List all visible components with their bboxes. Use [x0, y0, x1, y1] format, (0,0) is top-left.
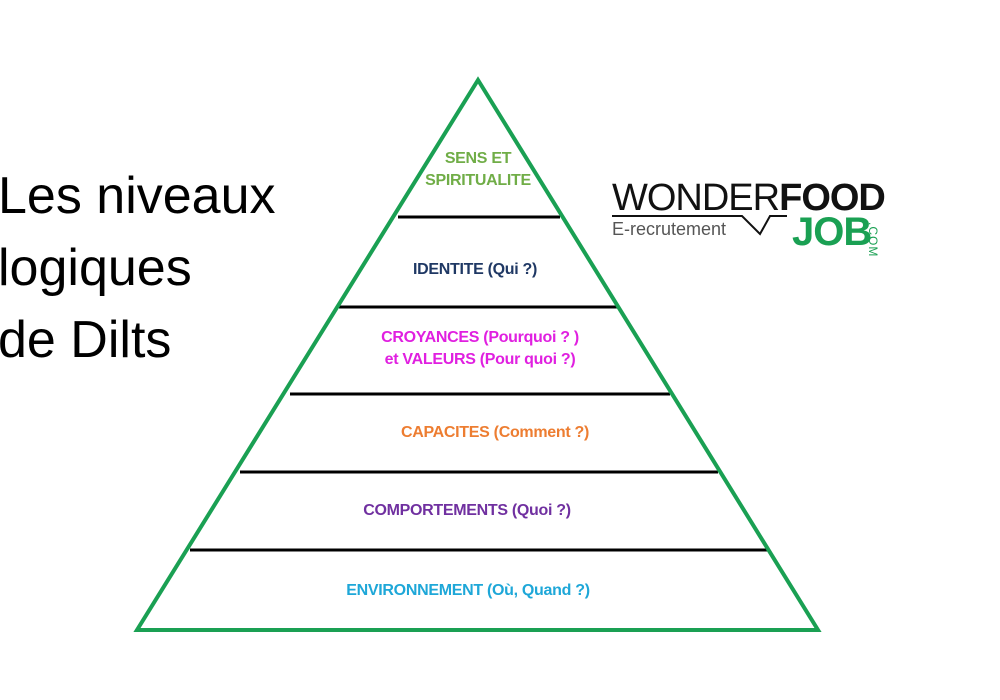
- logo-food: FOOD: [779, 177, 886, 219]
- level-croyances-valeurs: CROYANCES (Pourquoi ? ) et VALEURS (Pour…: [381, 327, 579, 371]
- wonderfoodjob-logo: WONDERFOOD E-recrutement JOB .COM: [612, 178, 907, 260]
- logo-com: .COM: [866, 222, 880, 258]
- slide-title: Les niveaux logiques de Dilts: [0, 160, 276, 376]
- level-label-line: ENVIRONNEMENT (Où, Quand ?): [346, 582, 590, 599]
- logo-wordmark: WONDERFOOD: [612, 177, 886, 219]
- level-environnement: ENVIRONNEMENT (Où, Quand ?): [346, 580, 590, 602]
- level-label-line: CAPACITES (Comment ?): [400, 424, 590, 441]
- logo-tagline: E-recrutement: [612, 219, 727, 239]
- title-line-1: Les niveaux: [0, 167, 276, 225]
- level-label-line: CROYANCES (Pourquoi ? ): [381, 329, 579, 346]
- title-line-3: de Dilts: [0, 311, 172, 369]
- level-identite: IDENTITE (Qui ?): [413, 259, 537, 281]
- title-line-2: logiques: [0, 239, 192, 297]
- logo-wonder: WONDER: [612, 177, 780, 219]
- level-comportements: COMPORTEMENTS (Quoi ?): [363, 500, 571, 522]
- logo-job: JOB: [792, 210, 872, 254]
- level-label-line: et VALEURS (Pour quoi ?): [384, 351, 576, 368]
- logo-speech-bubble-icon: [612, 215, 787, 236]
- level-label-line: COMPORTEMENTS (Quoi ?): [363, 502, 571, 519]
- level-label-line: IDENTITE (Qui ?): [412, 261, 538, 278]
- level-capacites: CAPACITES (Comment ?): [401, 422, 589, 444]
- level-label-line: SPIRITUALITE: [425, 172, 531, 189]
- level-label-line: SENS ET: [444, 150, 512, 167]
- pyramid-outline: [133, 76, 822, 632]
- level-sens-spiritualite: SENS ET SPIRITUALITE: [425, 148, 531, 192]
